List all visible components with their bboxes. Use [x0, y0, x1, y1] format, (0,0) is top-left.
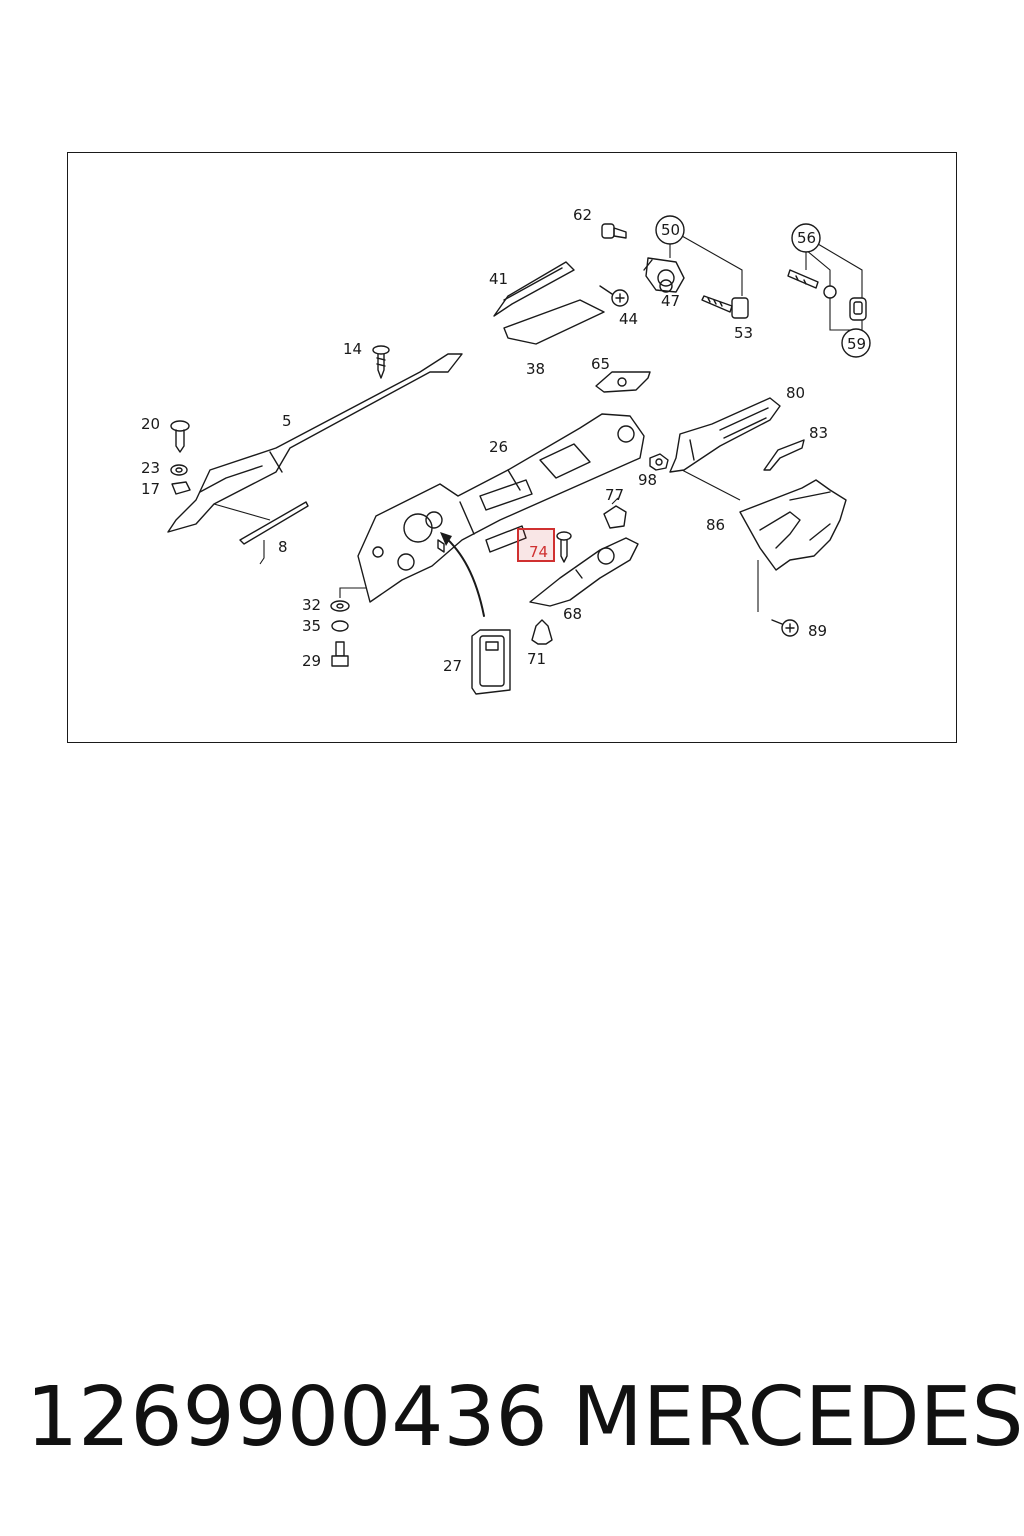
diagram-frame	[67, 152, 957, 743]
part-32-washer	[330, 600, 350, 612]
callout-17: 17	[141, 480, 160, 498]
callout-5: 5	[282, 412, 292, 430]
part-number: 1269900436	[26, 1370, 548, 1465]
callout-50: 50	[661, 221, 680, 239]
leader-50	[681, 235, 743, 296]
part-62-bolt	[601, 223, 627, 239]
callout-53: 53	[734, 324, 753, 342]
callout-59: 59	[847, 335, 866, 353]
part-53-key	[701, 295, 749, 319]
part-8-strip	[239, 501, 309, 545]
callout-89: 89	[808, 622, 827, 640]
callout-27: 27	[443, 657, 462, 675]
callout-8: 8	[278, 538, 288, 556]
part-56-key-set	[787, 243, 867, 331]
part-29-bolt	[331, 641, 349, 667]
part-98-nut	[649, 453, 669, 471]
part-47-lock-cylinder	[643, 257, 685, 293]
part-27-bin	[440, 532, 511, 695]
part-14-screw	[372, 345, 390, 379]
callout-14: 14	[343, 340, 362, 358]
callout-23: 23	[141, 459, 160, 477]
part-71-clip	[531, 619, 553, 645]
part-35-lockwasher	[331, 620, 349, 632]
brand-name: MERCEDES	[572, 1370, 1024, 1465]
callout-29: 29	[302, 652, 321, 670]
part-26-dashboard	[357, 413, 645, 603]
callout-83: 83	[809, 424, 828, 442]
callout-71: 71	[527, 650, 546, 668]
callout-65: 65	[591, 355, 610, 373]
callout-74[interactable]: 74	[529, 543, 548, 561]
part-83-handle	[763, 439, 805, 471]
callout-38: 38	[526, 360, 545, 378]
callout-35: 35	[302, 617, 321, 635]
part-5-trim	[167, 353, 463, 533]
callout-20: 20	[141, 415, 160, 433]
callout-26: 26	[489, 438, 508, 456]
callout-41: 41	[489, 270, 508, 288]
part-77-clip	[603, 505, 627, 529]
part-65-gasket	[595, 371, 651, 393]
part-17-clip	[171, 481, 191, 495]
callout-32: 32	[302, 596, 321, 614]
callout-circle-59	[841, 328, 871, 358]
part-44-screw	[599, 285, 629, 307]
part-74-screw	[556, 531, 572, 563]
callout-80: 80	[786, 384, 805, 402]
part-20-screw	[170, 420, 190, 453]
callout-86: 86	[706, 516, 725, 534]
callout-56: 56	[797, 229, 816, 247]
part-80-bracket	[669, 397, 781, 473]
callout-circle-56	[791, 223, 821, 253]
part-89-screw	[771, 619, 799, 637]
callout-44: 44	[619, 310, 638, 328]
callout-77: 77	[605, 486, 624, 504]
part-23-washer	[170, 464, 188, 476]
footer-caption: 1269900436 MERCEDES	[20, 1370, 1024, 1470]
callout-68: 68	[563, 605, 582, 623]
callout-98: 98	[638, 471, 657, 489]
part-38-cover	[503, 299, 605, 345]
callout-47: 47	[661, 292, 680, 310]
highlight-box-74[interactable]	[517, 528, 555, 562]
part-68-panel	[529, 537, 639, 607]
callout-62: 62	[573, 206, 592, 224]
part-86-bracket	[681, 469, 847, 612]
